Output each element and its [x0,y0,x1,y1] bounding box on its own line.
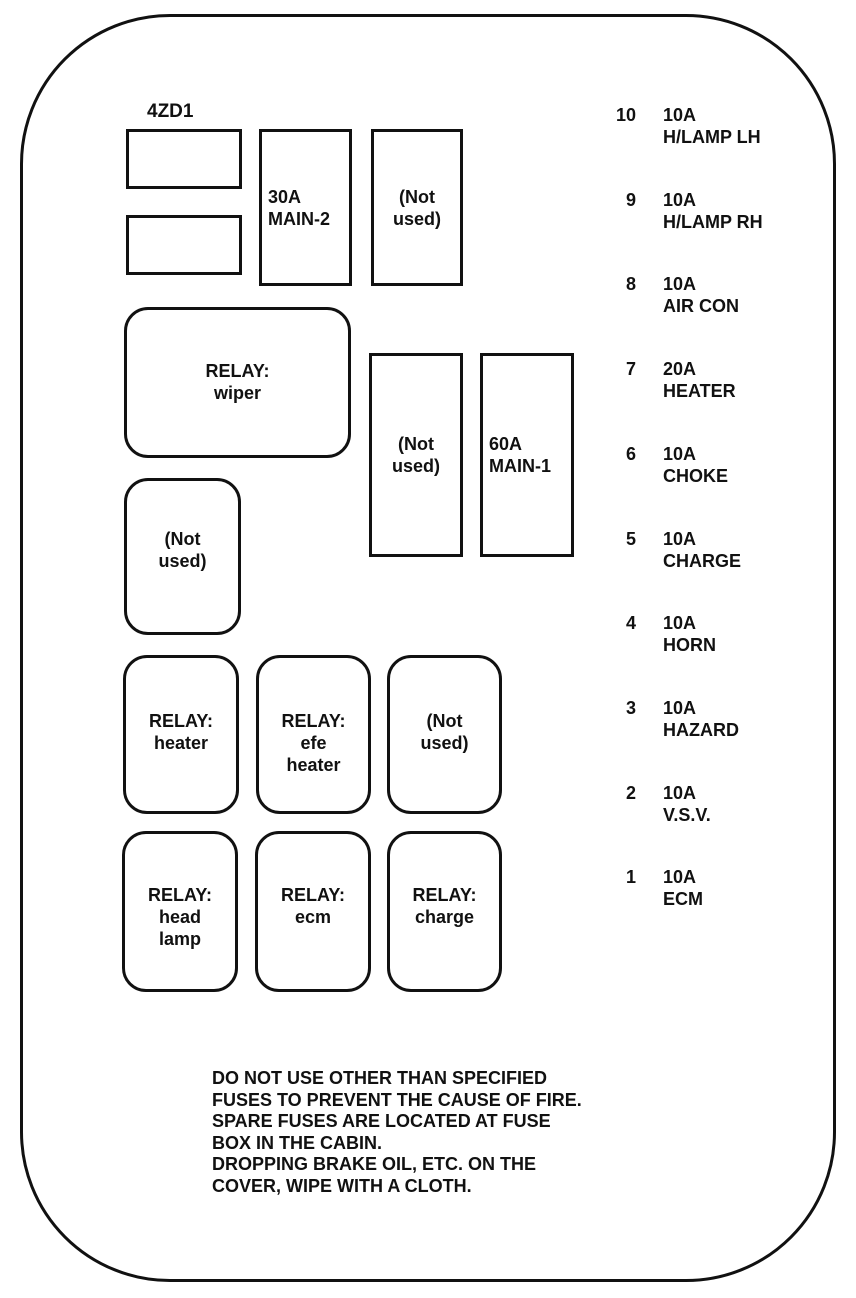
fuse-rating: 20A [663,359,697,380]
fuse-main-1: 60A MAIN-1 [480,353,574,557]
fuse-circuit: H/LAMP LH [663,127,761,147]
fuse-rating: 10A [663,782,697,803]
box-text: heater [286,755,341,775]
box-text: used) [158,551,207,571]
fuse-rating: 10A [663,274,697,295]
box-text: (Not [399,186,435,207]
box-text: RELAY: [412,885,477,905]
relay-efe-heater: RELAY: efe heater [256,655,371,814]
notice-line: FUSES TO PREVENT THE CAUSE OF FIRE. [212,1089,582,1110]
fuse-rating: 10A [663,867,697,888]
relay-heater: RELAY: heater [123,655,239,814]
fuse-circuit: ECM [663,889,703,910]
fuse-rating: 60A [489,434,523,454]
fuse-rating: 30A [268,186,302,207]
fuse-circuit: AIR CON [663,296,739,317]
fuse-circuit: V.S.V. [663,804,711,825]
relay-head-lamp: RELAY: head lamp [122,831,238,992]
box-text: charge [414,907,475,927]
box-text: lamp [158,929,201,949]
fuse-box-outline [20,14,836,1282]
box-text: (Not [398,434,434,454]
notice-line: COVER, WIPE WITH A CLOTH. [212,1175,472,1196]
fuse-circuit: CHOKE [663,465,729,486]
relay-ecm: RELAY: ecm [255,831,371,992]
notice-line: BOX IN THE CABIN. [212,1132,383,1153]
fuse-number: 8 [625,274,636,295]
box-text: used) [392,208,441,229]
engine-label: 4ZD1 [147,101,194,122]
fuse-number: 5 [625,528,636,549]
notice-line: DROPPING BRAKE OIL, ETC. ON THE [212,1154,537,1174]
relay-charge: RELAY: charge [387,831,502,992]
box-text: RELAY: [281,711,346,731]
fuse-not-used: (Not used) [369,353,463,557]
fuse-not-used: (Not used) [371,129,463,286]
relay-not-used: (Not used) [387,655,502,814]
relay-not-used: (Not used) [124,478,241,635]
box-text: RELAY: [280,885,345,905]
notice-line: SPARE FUSES ARE LOCATED AT FUSE [212,1111,551,1131]
spare-slot [126,129,242,189]
fuse-circuit: HORN [663,635,716,656]
fuse-number: 2 [625,782,636,803]
fuse-number: 9 [625,189,636,210]
fuse-label: MAIN-2 [268,208,330,229]
box-text: RELAY: [147,885,212,905]
fuse-rating: 10A [663,443,697,464]
box-text: RELAY: [148,711,213,731]
fuse-number: 6 [625,443,636,464]
fuse-circuit: HAZARD [663,719,739,740]
fuse-number: 1 [625,867,636,888]
notice-line: DO NOT USE OTHER THAN SPECIFIED [212,1068,548,1088]
fuse-rating: 10A [663,105,697,125]
box-text: used) [420,733,469,753]
fuse-number: 10 [615,105,636,125]
warning-notice: DO NOT USE OTHER THAN SPECIFIED FUSES TO… [212,1068,582,1197]
fuse-main-2: 30A MAIN-2 [259,129,352,286]
fuse-rating: 10A [663,189,697,210]
relay-wiper: RELAY: wiper [124,307,351,458]
spare-slot [126,215,242,275]
box-text: ecm [294,907,332,927]
box-text: RELAY: [205,361,270,381]
fuse-circuit: H/LAMP RH [663,211,763,232]
fuse-number: 7 [625,359,636,380]
fuse-rating: 10A [663,613,697,634]
fuse-number: 4 [625,613,636,634]
box-text: used) [391,456,440,476]
box-text: head [158,907,201,927]
fuse-rating: 10A [663,697,697,718]
fuse-rating: 10A [663,528,697,549]
box-text: wiper [213,383,261,403]
fuse-number: 3 [625,697,636,718]
fuse-circuit: CHARGE [663,550,742,571]
box-text: heater [153,733,209,753]
box-text: (Not [164,529,201,549]
fuse-label: MAIN-1 [489,456,551,476]
fuse-circuit: HEATER [663,381,736,402]
box-text: efe [300,733,327,753]
box-text: (Not [426,711,463,731]
